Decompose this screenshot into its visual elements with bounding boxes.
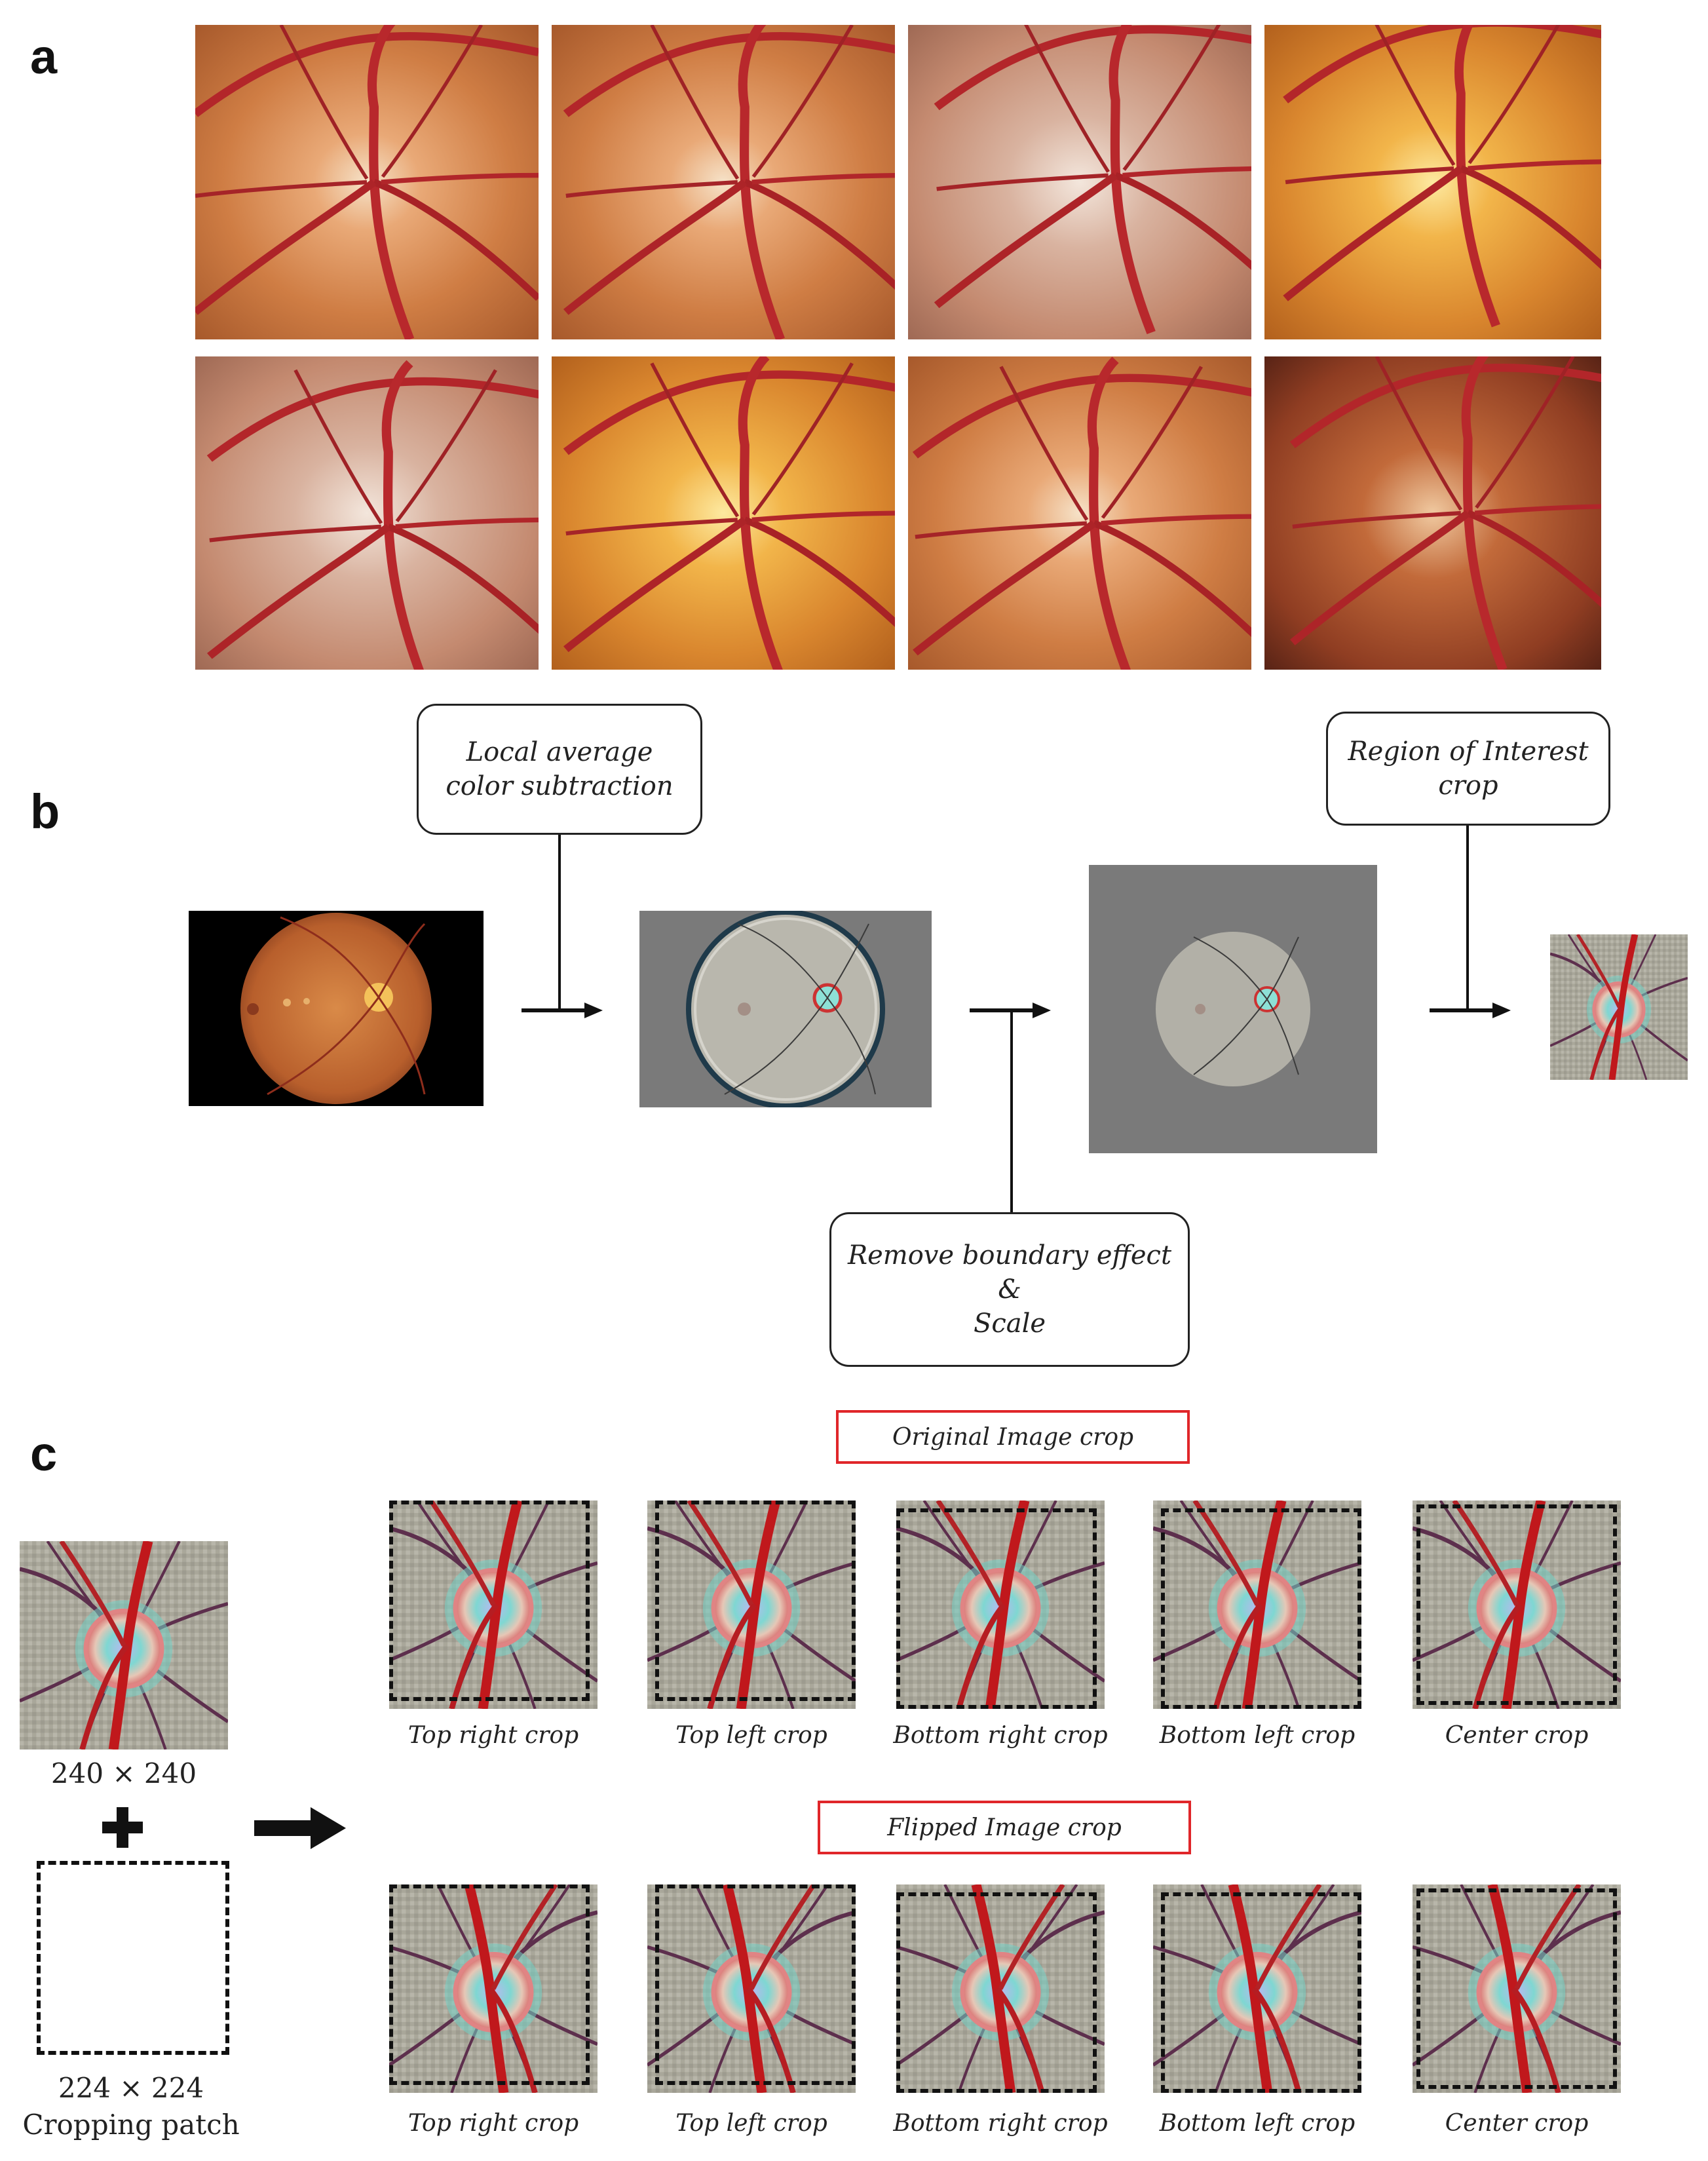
flipped-crop-label-4: Bottom left crop xyxy=(1159,2110,1356,2137)
panel-label-a: a xyxy=(30,29,58,84)
connector-line xyxy=(558,835,561,1010)
original-fundus-image xyxy=(189,911,484,1106)
callout-remove-boundary-line3: Scale xyxy=(973,1309,1046,1339)
roi-crop-image xyxy=(1550,934,1688,1080)
flipped-crop-label-3: Bottom right crop xyxy=(893,2110,1108,2137)
flipped-crop-image-5 xyxy=(1413,1884,1621,2093)
crop-window-box xyxy=(655,1501,856,1701)
original-crop-label-3: Bottom right crop xyxy=(893,1722,1108,1749)
fundus-image-2 xyxy=(552,25,895,339)
callout-remove-boundary-line1: Remove boundary effect xyxy=(847,1240,1172,1271)
input-240-image xyxy=(20,1541,228,1750)
original-crop-image-4 xyxy=(1153,1501,1361,1709)
fundus-image-7 xyxy=(908,356,1251,670)
original-crop-header-text: Original Image crop xyxy=(892,1423,1134,1451)
callout-local-average-text: Local average color subtraction xyxy=(446,737,674,801)
original-crop-label-5: Center crop xyxy=(1445,1722,1589,1749)
fundus-image-4 xyxy=(1264,25,1601,339)
arrow-right-icon xyxy=(522,1003,603,1018)
fundus-image-1 xyxy=(195,25,539,339)
crop-window-box xyxy=(1161,1508,1361,1709)
crop-window-box xyxy=(389,1884,590,2085)
callout-roi-crop: Region of Interest crop xyxy=(1326,712,1610,826)
flipped-crop-image-2 xyxy=(647,1884,856,2093)
callout-remove-boundary-line2: & xyxy=(998,1274,1021,1305)
crop-window-box xyxy=(655,1884,856,2085)
original-crop-label-4: Bottom left crop xyxy=(1159,1722,1356,1749)
flipped-crop-image-4 xyxy=(1153,1884,1361,2093)
original-crop-label-2: Top left crop xyxy=(675,1722,827,1749)
flipped-crop-label-1: Top right crop xyxy=(408,2110,579,2137)
crop-window-box xyxy=(1416,1888,1617,2089)
input-size-label: 240 × 240 xyxy=(50,1757,197,1789)
callout-local-average: Local average color subtraction xyxy=(417,704,702,835)
original-crop-image-5 xyxy=(1413,1501,1621,1709)
flipped-crop-header-text: Flipped Image crop xyxy=(887,1814,1122,1841)
crop-window-box xyxy=(1161,1892,1361,2093)
arrow-right-icon xyxy=(1430,1003,1511,1018)
flipped-crop-header: Flipped Image crop xyxy=(818,1801,1191,1854)
plus-icon xyxy=(102,1807,143,1848)
flipped-crop-label-2: Top left crop xyxy=(675,2110,827,2137)
connector-line xyxy=(1466,826,1469,1010)
original-crop-image-1 xyxy=(389,1501,598,1709)
connector-line xyxy=(1010,1010,1013,1212)
patch-label: Cropping patch xyxy=(22,2109,240,2141)
callout-remove-boundary: Remove boundary effect & Scale xyxy=(829,1212,1190,1367)
cropping-patch-box xyxy=(37,1861,229,2055)
fundus-image-8 xyxy=(1264,356,1601,670)
callout-roi-crop-text: Region of Interest crop xyxy=(1348,736,1589,801)
patch-size-label: 224 × 224 xyxy=(58,2072,204,2104)
crop-window-box xyxy=(1416,1504,1617,1705)
fundus-image-6 xyxy=(552,356,895,670)
arrow-right-icon xyxy=(254,1807,346,1849)
crop-window-box xyxy=(896,1508,1097,1709)
crop-window-box xyxy=(389,1501,590,1701)
original-crop-header: Original Image crop xyxy=(836,1410,1190,1464)
arrow-right-icon xyxy=(970,1003,1051,1018)
scaled-image xyxy=(1089,865,1377,1153)
panel-label-b: b xyxy=(30,784,60,839)
crop-window-box xyxy=(896,1892,1097,2093)
panel-label-c: c xyxy=(30,1426,58,1481)
fundus-image-5 xyxy=(195,356,539,670)
flipped-crop-label-5: Center crop xyxy=(1445,2110,1589,2137)
fundus-image-3 xyxy=(908,25,1251,339)
subtracted-image xyxy=(639,911,932,1107)
original-crop-image-3 xyxy=(896,1501,1105,1709)
flipped-crop-image-3 xyxy=(896,1884,1105,2093)
flipped-crop-image-1 xyxy=(389,1884,598,2093)
original-crop-image-2 xyxy=(647,1501,856,1709)
original-crop-label-1: Top right crop xyxy=(408,1722,579,1749)
